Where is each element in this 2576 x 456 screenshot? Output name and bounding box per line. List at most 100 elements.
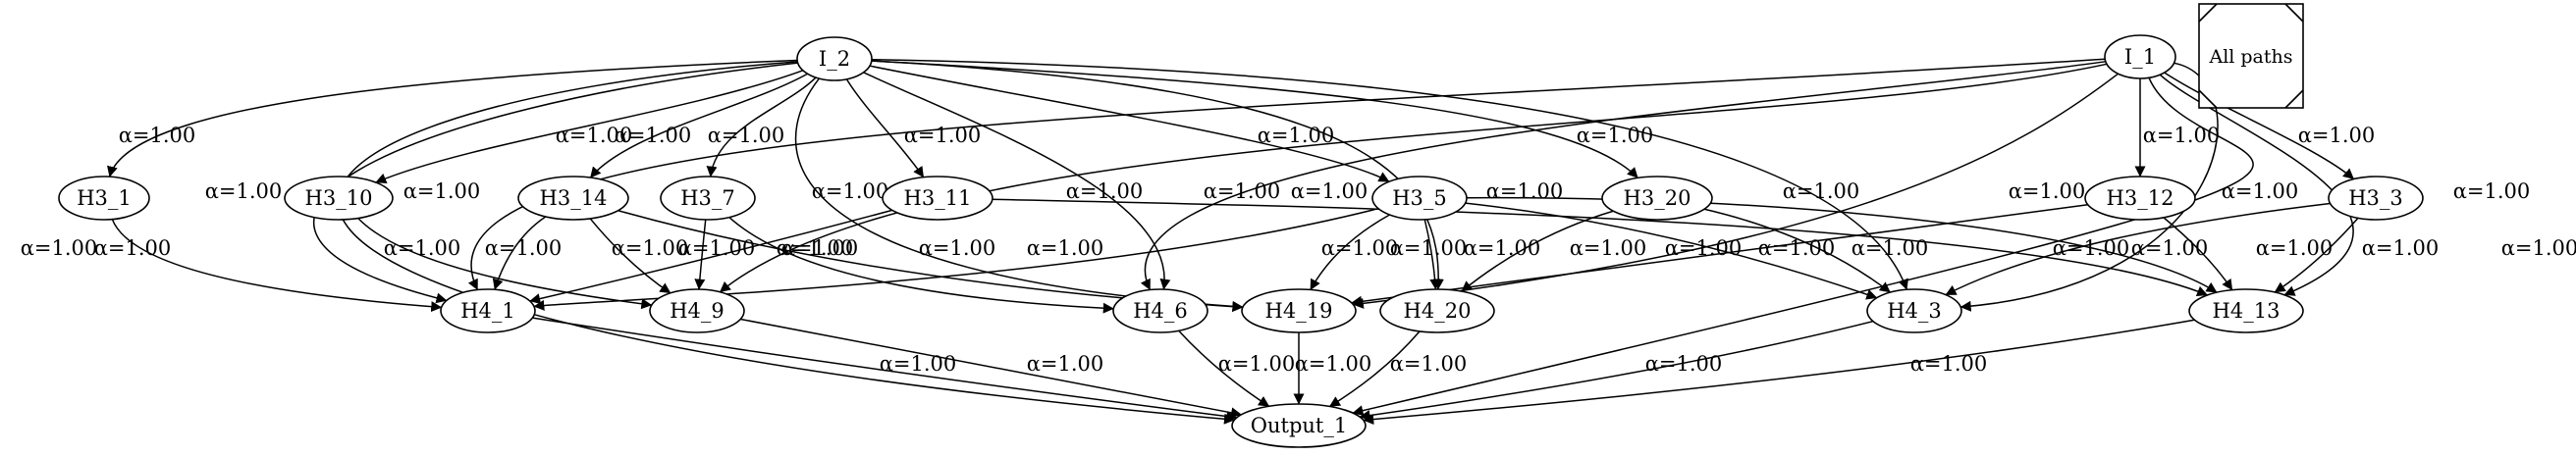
node-ellipse-h3-3 [2328, 176, 2424, 221]
edge-h3-11-to-h4-1 [529, 209, 892, 305]
edge-label-i-2-to-h4-19: α=1.00 [812, 179, 889, 203]
edge-label-h4-19-to-output-1: α=1.00 [1295, 352, 1372, 376]
node-ellipse-i-1 [2104, 34, 2176, 79]
node-h4-6: H4_6 [1112, 288, 1208, 333]
node-label-h3-10: H3_10 [305, 186, 373, 210]
edge-label-h3-14-to-h4-19: α=1.00 [919, 236, 996, 260]
node-label-h3-14: H3_14 [540, 186, 608, 210]
node-label-h3-11: H3_11 [904, 186, 972, 210]
node-label-h4-9: H4_9 [670, 299, 724, 323]
edge-label-h3-5-to-h4-20: α=1.00 [1390, 236, 1468, 260]
edge-label-i-1-to-h3-3: α=1.00 [2298, 124, 2376, 147]
edge-i-2-to-h4-1 [312, 62, 798, 304]
edge-h3-1-to-h4-1 [111, 219, 443, 313]
edge-h4-13-to-output-1 [1363, 319, 2195, 426]
edge-label-i-2-to-h3-10: α=1.00 [556, 124, 633, 147]
node-ellipse-h4-3 [1866, 288, 1962, 333]
node-label-h3-1: H3_1 [77, 186, 132, 210]
edge-i-1-to-h4-1 [467, 58, 2106, 291]
node-h3-10: H3_10 [284, 176, 394, 221]
edge-label-i-1-to-h4-1: α=1.00 [403, 179, 481, 203]
node-ellipse-h3-1 [58, 176, 150, 221]
legend-box: All paths [2198, 3, 2304, 109]
node-output-1: Output_1 [1231, 403, 1367, 448]
node-ellipse-h3-12 [2084, 176, 2196, 221]
edge-i-2-to-h4-3 [871, 58, 1908, 290]
edge-h3-10-to-h4-9 [357, 218, 653, 310]
node-label-h4-19: H4_19 [1265, 299, 1333, 323]
edge-i-1-to-output-1 [1352, 77, 2254, 417]
node-ellipse-h4-13 [2188, 288, 2304, 333]
edge-label-h4-1-to-output-1: α=1.00 [880, 352, 957, 376]
edge-label-i-2-to-h3-1: α=1.00 [119, 124, 196, 147]
edge-label-h3-11-to-h4-13: α=1.00 [1665, 236, 1743, 260]
node-ellipse-h4-1 [440, 288, 536, 333]
node-label-h4-3: H4_3 [1887, 299, 1942, 323]
edge-h3-5-to-h4-13 [1466, 196, 2218, 293]
node-i-1: I_1 [2104, 34, 2176, 79]
edge-label-h3-7-to-h4-9: α=1.00 [678, 236, 756, 260]
edge-i-2-to-h3-10 [375, 70, 804, 184]
edge-label-i-2-to-h3-14: α=1.00 [615, 124, 692, 147]
edge-label-i-2-to-h3-20: α=1.00 [1577, 124, 1654, 147]
edge-h3-14-to-h4-9 [589, 218, 671, 294]
node-label-h4-6: H4_6 [1133, 299, 1188, 323]
edge-i-2-to-h3-1 [107, 59, 798, 177]
edge-label-h3-5-to-h4-3: α=1.00 [1758, 236, 1836, 260]
node-h3-20: H3_20 [1601, 176, 1713, 221]
edge-label-h3-20-to-h4-20: α=1.00 [1464, 236, 1541, 260]
node-ellipse-h3-7 [660, 176, 756, 221]
edge-label-i-1-to-h4-13: α=1.00 [2453, 179, 2531, 203]
edge-label-i-2-to-h3-7: α=1.00 [708, 124, 785, 147]
node-label-i-1: I_1 [2124, 45, 2156, 69]
edge-h3-3-to-h4-13 [2274, 217, 2359, 293]
edge-label-i-1-to-h4-6: α=1.00 [1291, 179, 1368, 203]
edge-h3-11-to-h4-13 [992, 198, 2208, 297]
edge-i-2-to-h3-14 [589, 73, 808, 178]
edge-i-2-to-h4-19 [794, 77, 1244, 312]
node-h3-7: H3_7 [660, 176, 756, 221]
node-i-2: I_2 [796, 36, 873, 81]
edge-label-h4-20-to-output-1: α=1.00 [1390, 352, 1468, 376]
edge-i-2-to-h3-7 [706, 76, 817, 177]
node-label-output-1: Output_1 [1251, 414, 1347, 437]
node-label-h3-20: H3_20 [1624, 186, 1691, 210]
edge-i-1-to-h4-6 [1140, 61, 2106, 291]
node-h4-13: H4_13 [2188, 288, 2304, 333]
node-label-h3-12: H3_12 [2107, 186, 2174, 210]
edge-h3-20-to-h4-20 [1461, 210, 1614, 292]
legend-label: All paths [2208, 46, 2292, 68]
edge-h4-9-to-output-1 [740, 318, 1242, 419]
edge-h3-5-to-h4-19 [1310, 214, 1390, 290]
edge-label-h3-12-to-h4-19: α=1.00 [1570, 236, 1647, 260]
edge-label-h3-10-to-h4-9: α=1.00 [384, 236, 461, 260]
edge-label-i-2-to-h4-20: α=1.00 [1486, 179, 1564, 203]
edge-h3-7-to-h4-6 [728, 217, 1114, 314]
edge-h4-1-to-output-1 [532, 317, 1238, 423]
node-ellipse-h3-11 [882, 176, 993, 221]
edge-label-h3-5-to-h4-1: α=1.00 [1027, 236, 1104, 260]
edge-h3-20-to-h4-3 [1703, 208, 1891, 293]
edge-i-1-to-h3-3 [2164, 72, 2355, 180]
node-label-i-2: I_2 [819, 47, 850, 71]
edge-i-2-to-h3-11 [845, 78, 925, 178]
edge-label-h4-3-to-output-1: α=1.00 [1645, 352, 1723, 376]
edge-label-h3-12-to-h4-13: α=1.00 [2256, 236, 2334, 260]
edge-label-i-1-to-h4-19: α=1.00 [2009, 179, 2086, 203]
edge-i-1-to-h4-9 [719, 63, 2108, 293]
edge-i-2-to-h4-20 [871, 60, 1444, 290]
node-h3-12: H3_12 [2084, 176, 2196, 221]
node-h3-1: H3_1 [58, 176, 150, 221]
edge-h3-7-to-h4-9 [694, 219, 707, 290]
node-label-h3-3: H3_3 [2348, 186, 2403, 210]
node-label-h4-20: H4_20 [1404, 299, 1472, 323]
edge-i-2-to-h3-5 [869, 65, 1390, 182]
edge-label-h3-1-to-h4-1: α=1.00 [94, 236, 172, 260]
node-ellipse-h4-19 [1241, 288, 1357, 333]
edge-label-h4-9-to-output-1: α=1.00 [1027, 352, 1104, 376]
edge-i-1-to-h4-13 [2159, 74, 2354, 296]
node-ellipse-h3-20 [1601, 176, 1713, 221]
edge-h4-6-to-output-1 [1178, 329, 1270, 407]
node-ellipse-h3-5 [1371, 176, 1468, 221]
